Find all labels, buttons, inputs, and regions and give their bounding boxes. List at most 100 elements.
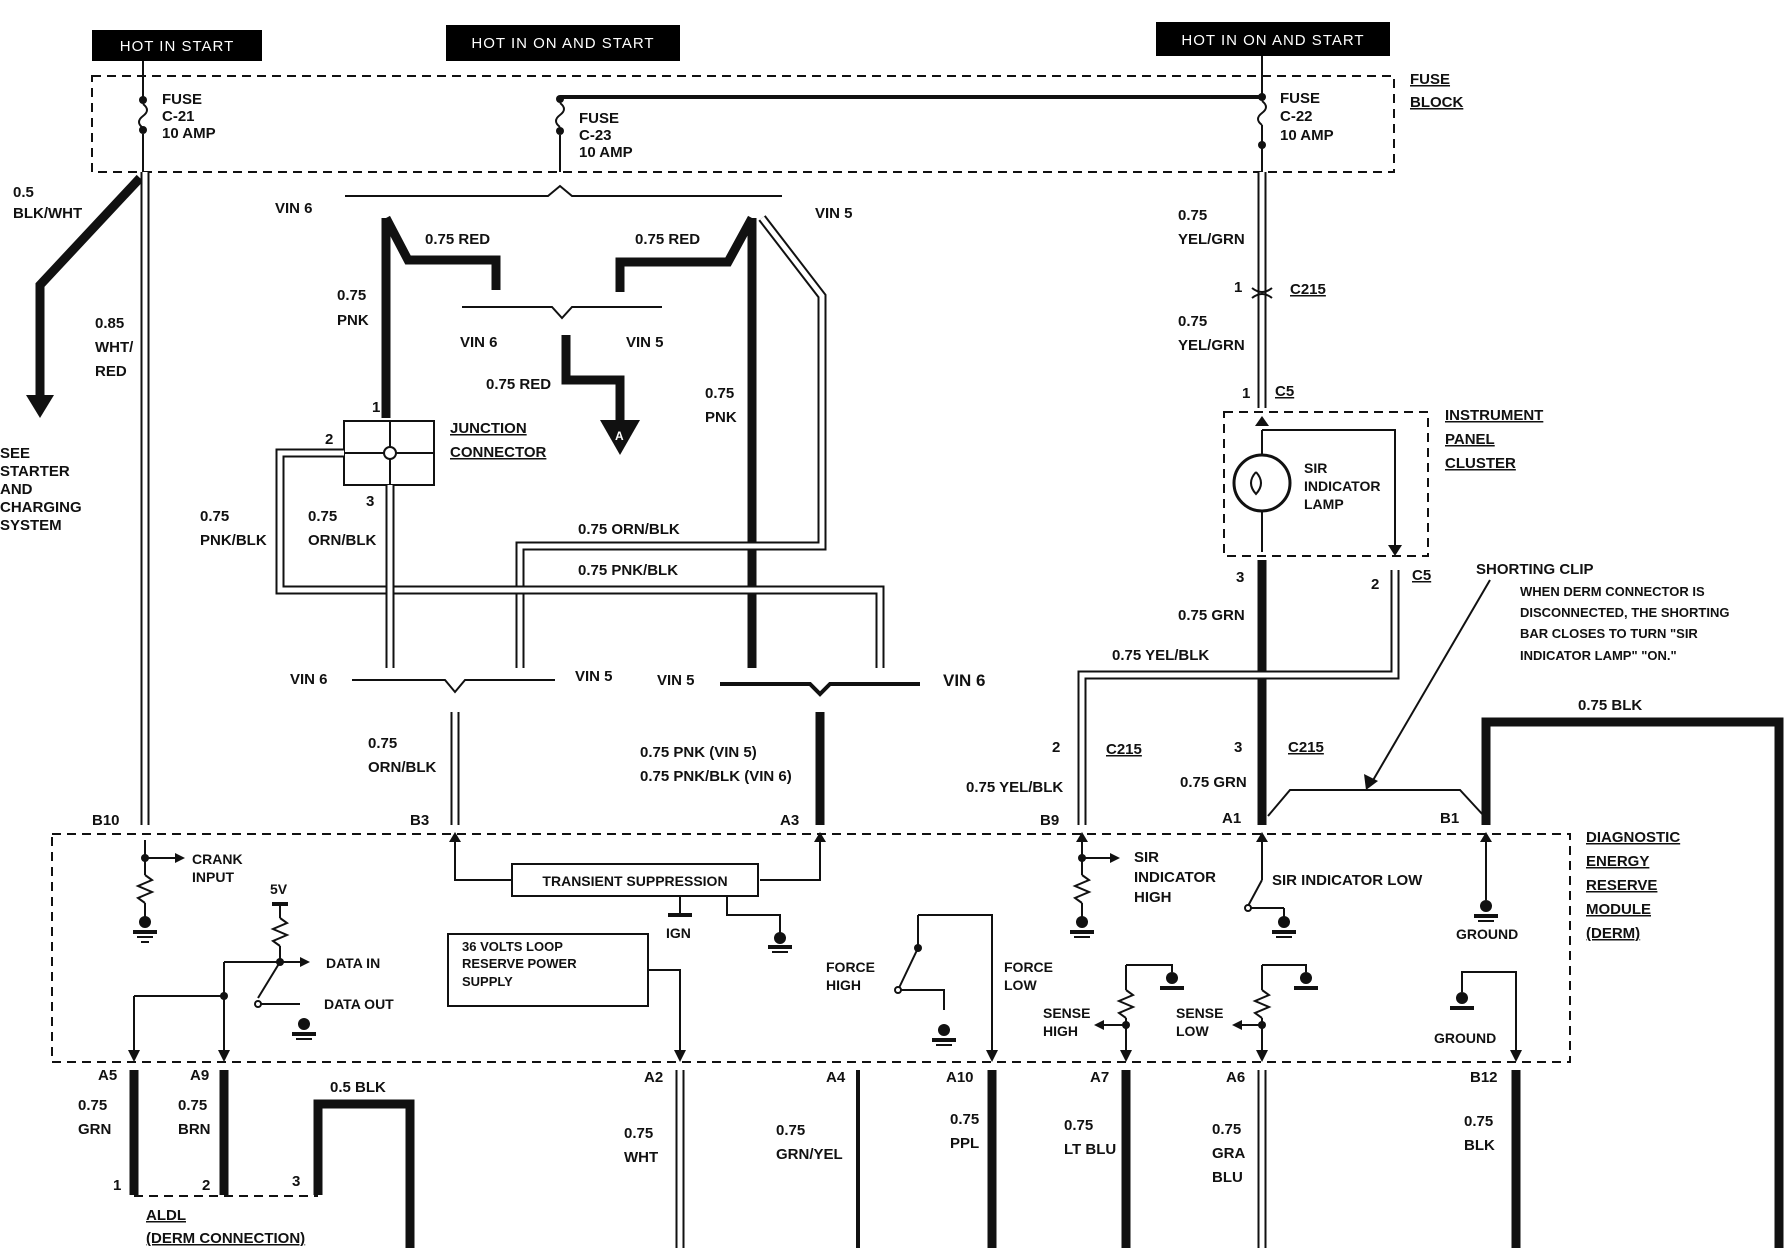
transient-label: TRANSIENT SUPPRESSION xyxy=(542,873,727,889)
starter-note-1: SEE xyxy=(0,445,30,462)
ground-b1-circuit xyxy=(1474,832,1498,922)
cluster-box xyxy=(1223,411,1429,557)
grn-top: 0.75 GRN xyxy=(1178,607,1245,624)
sir-low-circuit xyxy=(1244,832,1296,938)
vin5-low-left: VIN 5 xyxy=(575,668,613,685)
a9-1: 0.75 xyxy=(178,1097,207,1114)
a3-wire-2: 0.75 PNK/BLK (VIN 6) xyxy=(640,768,792,785)
ign-label: IGN xyxy=(666,925,691,941)
five-v: 5V xyxy=(270,881,288,897)
pin-a2: A2 xyxy=(644,1069,663,1086)
derm-label-1: DIAGNOSTIC xyxy=(1586,829,1680,846)
header-right-box xyxy=(1156,22,1390,56)
vin-bracket-top xyxy=(345,184,782,197)
sir-high-3: HIGH xyxy=(1134,889,1172,906)
loop-3: SUPPLY xyxy=(462,974,513,989)
crank-wire-1: 0.85 xyxy=(95,315,124,332)
c215-top-mark xyxy=(1251,287,1273,299)
a7-2: LT BLU xyxy=(1064,1141,1116,1158)
aldl-label-2: (DERM CONNECTION) xyxy=(146,1230,305,1247)
cluster-label-1: INSTRUMENT xyxy=(1445,407,1543,424)
sir-high-2: INDICATOR xyxy=(1134,869,1216,886)
c5-top: C5 xyxy=(1275,383,1294,400)
force-low-2: LOW xyxy=(1004,977,1037,993)
a10-2: PPL xyxy=(950,1135,979,1152)
a6-2: GRA xyxy=(1212,1145,1246,1162)
yelgrn-2b: YEL/GRN xyxy=(1178,337,1245,354)
fuse-block-label-2: BLOCK xyxy=(1410,94,1463,111)
junction-pin3: 3 xyxy=(366,493,374,510)
crank-wire-3: RED xyxy=(95,363,127,380)
junction-pin1: 1 xyxy=(372,399,380,416)
pin-b9: B9 xyxy=(1040,812,1059,829)
pin-b10: B10 xyxy=(92,812,120,829)
shorting-note-2: DISCONNECTED, THE SHORTING xyxy=(1520,605,1729,620)
ground-b12-circuit xyxy=(1450,971,1522,1062)
sir-high-1: SIR xyxy=(1134,849,1159,866)
pin-a1: A1 xyxy=(1222,810,1241,827)
c215-top: C215 xyxy=(1290,281,1326,298)
header-middle: HOT IN ON AND START xyxy=(471,35,654,52)
fuse-block-box xyxy=(91,75,1395,173)
yelgrn-1b: YEL/GRN xyxy=(1178,231,1245,248)
pin-a7: A7 xyxy=(1090,1069,1109,1086)
blk05: 0.5 BLK xyxy=(330,1079,386,1096)
vin-bracket-low-right xyxy=(720,682,920,697)
pnk-right-1: 0.75 xyxy=(705,385,734,402)
crank-input-1: CRANK xyxy=(192,851,243,867)
starter-wire-1: 0.5 xyxy=(13,184,34,201)
fuse-c22-l1: FUSE xyxy=(1280,90,1320,107)
a5-2: GRN xyxy=(78,1121,111,1138)
a4-1: 0.75 xyxy=(776,1122,805,1139)
a6-1: 0.75 xyxy=(1212,1121,1241,1138)
aldl-pin1: 1 xyxy=(113,1177,121,1194)
c215-top-pin: 1 xyxy=(1234,279,1242,296)
sense-low-1: SENSE xyxy=(1176,1005,1223,1021)
c215-right-pin: 3 xyxy=(1234,739,1242,756)
yelblk-b9: 0.75 YEL/BLK xyxy=(966,779,1063,796)
b12-2: BLK xyxy=(1464,1137,1495,1154)
starter-note-4: CHARGING xyxy=(0,499,82,516)
crank-input-2: INPUT xyxy=(192,869,234,885)
pin-b3: B3 xyxy=(410,812,429,829)
pnk-left-2: PNK xyxy=(337,312,369,329)
crank-input-circuit xyxy=(133,840,185,943)
fuse-c22-l2: C-22 xyxy=(1280,108,1313,125)
vin5-mid: VIN 5 xyxy=(626,334,664,351)
a10-1: 0.75 xyxy=(950,1111,979,1128)
connector-a-arrow xyxy=(600,420,640,455)
header-middle-box xyxy=(446,25,680,61)
vin5-top: VIN 5 xyxy=(815,205,853,222)
sense-high-2: HIGH xyxy=(1043,1023,1078,1039)
data-circuit xyxy=(133,904,300,1055)
junction-label-2: CONNECTOR xyxy=(450,444,547,461)
derm-label-4: MODULE xyxy=(1586,901,1651,918)
fuse-c23 xyxy=(555,95,1262,172)
fuse-c21-l3: 10 AMP xyxy=(162,125,216,142)
shorting-note-3: BAR CLOSES TO TURN "SIR xyxy=(1520,626,1698,641)
c5-low: C5 xyxy=(1412,567,1431,584)
a5-1: 0.75 xyxy=(78,1097,107,1114)
header-right: HOT IN ON AND START xyxy=(1181,32,1364,49)
aldl-label-1: ALDL xyxy=(146,1207,186,1224)
starter-arrow xyxy=(26,395,54,418)
force-high-2: HIGH xyxy=(826,977,861,993)
pin-b12: B12 xyxy=(1470,1069,1498,1086)
pnk-right-2: PNK xyxy=(705,409,737,426)
connector-a: A xyxy=(615,429,624,443)
force-high-1: FORCE xyxy=(826,959,875,975)
ground-icon-force xyxy=(932,1024,956,1046)
pnk-left-1: 0.75 xyxy=(337,287,366,304)
blk-b1-wire xyxy=(1481,717,1784,1248)
ground-icon-ign xyxy=(768,932,792,953)
shorting-arrow xyxy=(1371,579,1491,783)
sir-low: SIR INDICATOR LOW xyxy=(1272,872,1423,889)
starter-wire xyxy=(35,174,144,395)
transient-wiring xyxy=(454,840,821,935)
vin6-top: VIN 6 xyxy=(275,200,313,217)
red-right-label: 0.75 RED xyxy=(635,231,700,248)
pnkblk-2: PNK/BLK xyxy=(200,532,267,549)
cluster-label-2: PANEL xyxy=(1445,431,1495,448)
crank-wire-2: WHT/ xyxy=(95,339,134,356)
